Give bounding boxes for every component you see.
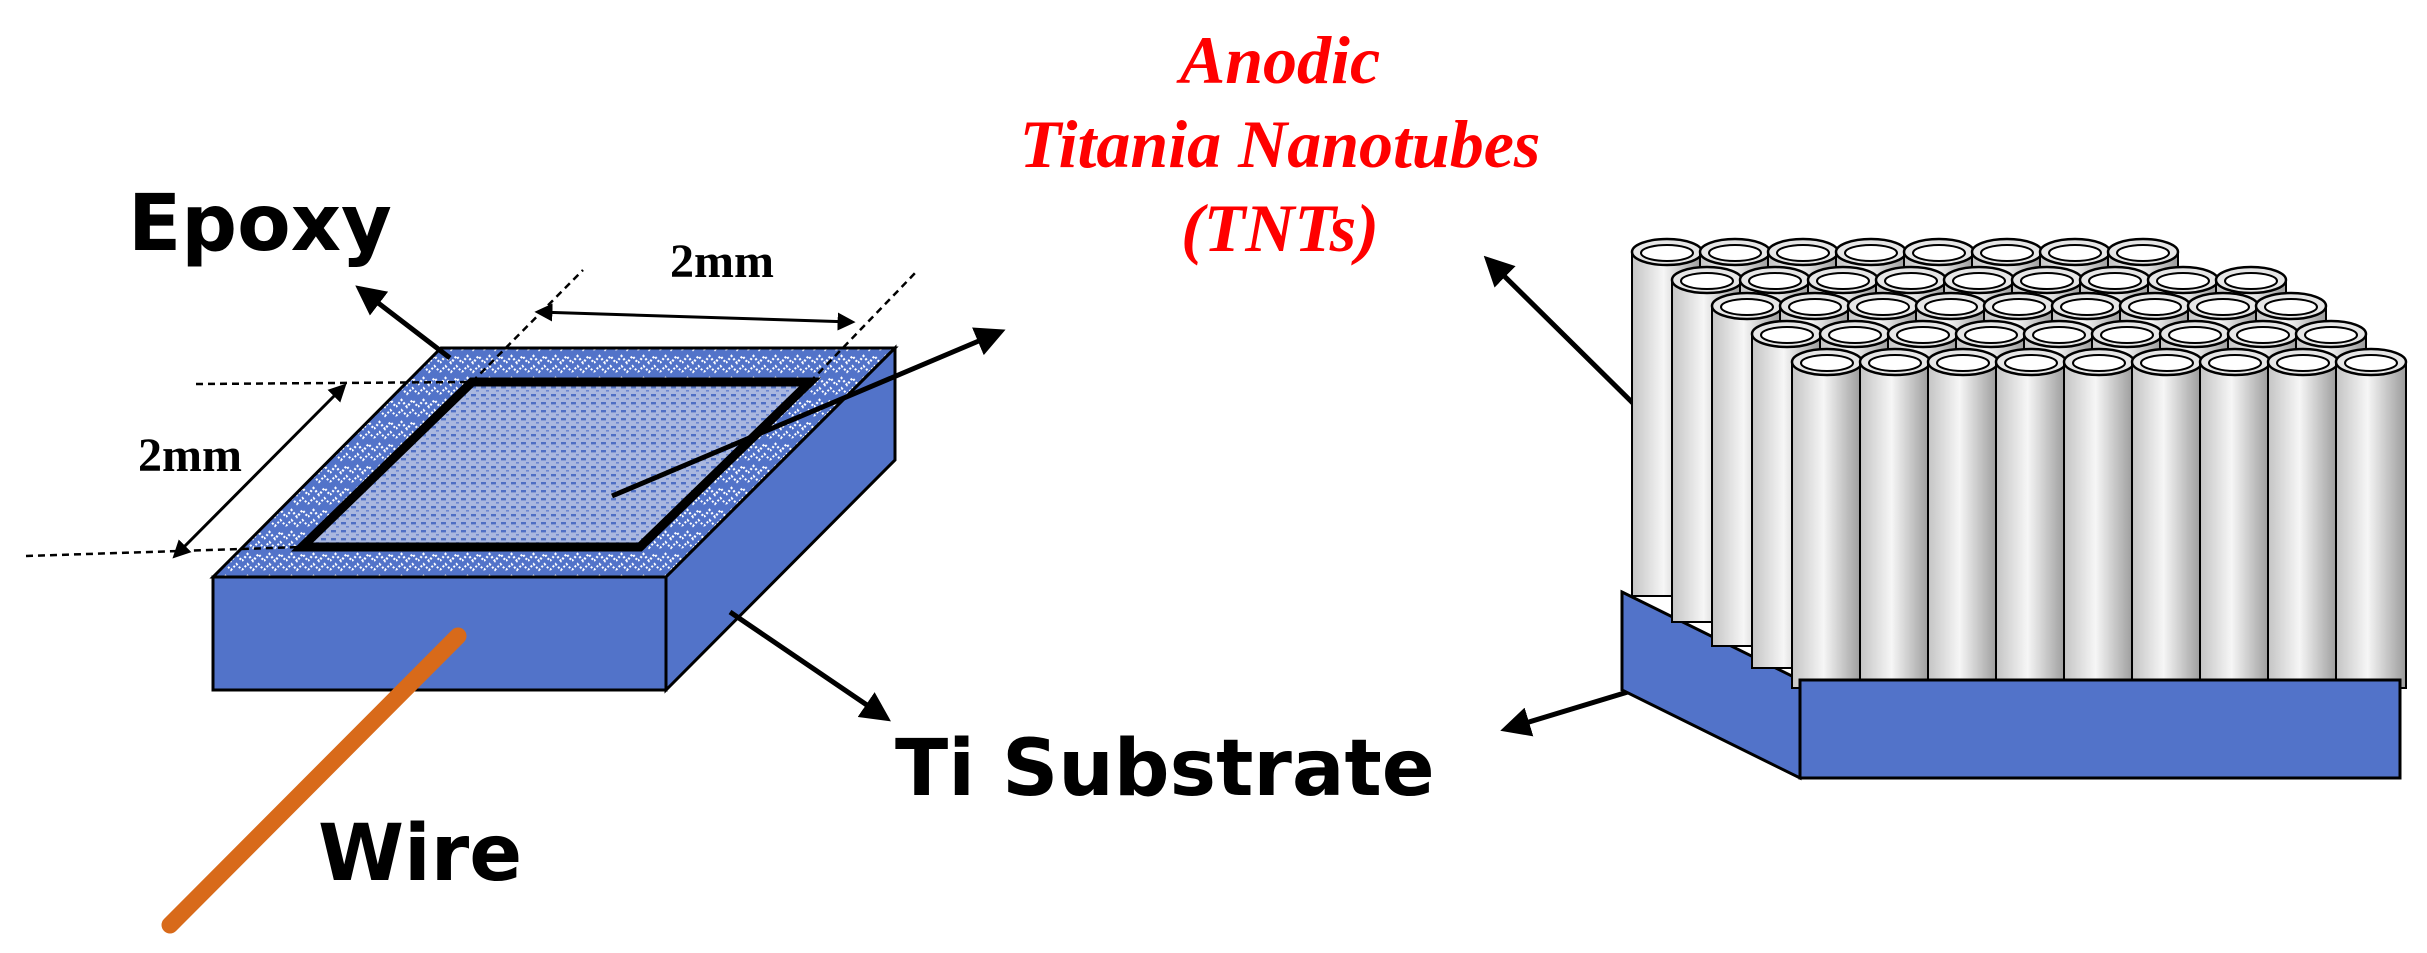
arrow-to-tnts-left [611, 327, 1006, 499]
title-line-1: Anodic [1179, 22, 1381, 98]
nanotube [1858, 347, 1932, 689]
title-line-2: Titania Nanotubes [1019, 106, 1541, 182]
nanotube-array [1620, 237, 2408, 781]
plate-side-face [664, 344, 897, 694]
tnt-title: Anodic Titania Nanotubes (TNTs) [880, 18, 1680, 270]
nanotube [2266, 347, 2340, 689]
nanotube [1926, 347, 2000, 689]
dimension-arrow-top [534, 303, 856, 331]
ti-substrate-label: Ti Substrate [895, 724, 1435, 814]
dimension-arrow-left [172, 383, 347, 559]
substrate-front-face [1798, 678, 2402, 780]
arrow-to-substrate-left [728, 609, 891, 722]
dimension-label-left: 2mm [138, 429, 242, 482]
arrow-to-epoxy [355, 285, 452, 360]
title-line-3: (TNTs) [1181, 190, 1379, 266]
dimension-label-top: 2mm [670, 235, 774, 288]
epoxy-label: Epoxy [128, 179, 392, 269]
wire [161, 627, 467, 934]
nanotube [2334, 347, 2408, 689]
nanotube [1790, 347, 1864, 689]
nanotube [2130, 347, 2204, 689]
wire-label: Wire [318, 809, 523, 899]
nanotube [2198, 347, 2272, 689]
nanotube [1994, 347, 2068, 689]
arrow-to-tnts-right [1483, 255, 1654, 424]
ti-plate-specimen [209, 344, 899, 694]
